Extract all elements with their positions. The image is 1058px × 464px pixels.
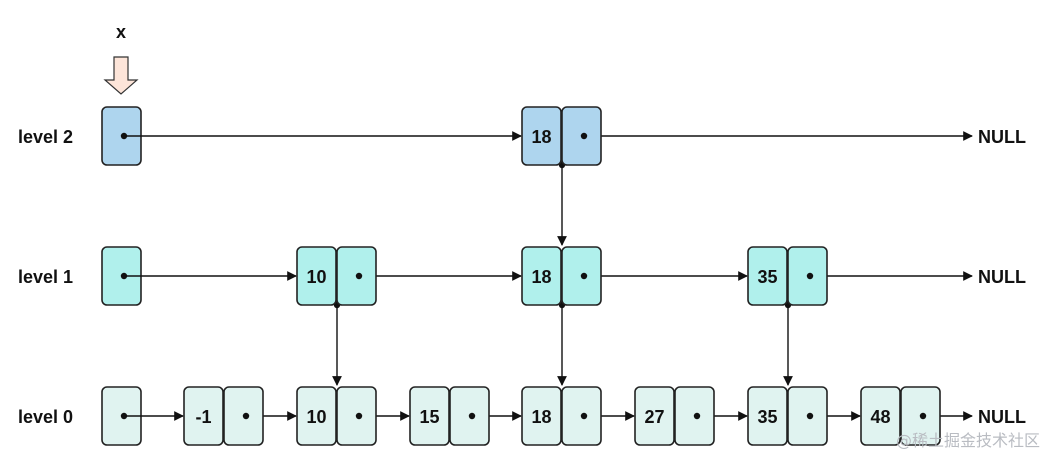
node-key-cell	[860, 386, 901, 446]
node-key-cell	[747, 386, 788, 446]
node-key: 27	[644, 407, 664, 427]
node-key-cell	[521, 386, 562, 446]
node-level-0-48: 48	[860, 386, 941, 446]
node-key-cell	[296, 386, 337, 446]
node-key-cell	[634, 386, 675, 446]
node-key: 35	[757, 407, 777, 427]
pointer-dot	[919, 412, 927, 420]
node-key-cell	[183, 386, 224, 446]
node-level-0-18: 18	[521, 386, 602, 446]
level-2-label: level 2	[18, 127, 73, 147]
pointer-dot	[580, 412, 588, 420]
pointer-dot	[580, 132, 588, 140]
pointer-dot	[355, 412, 363, 420]
pointer-label: x	[116, 22, 126, 42]
node-key: 18	[531, 407, 551, 427]
node-level-0-minus1: -1	[183, 386, 264, 446]
pointer-dot	[806, 272, 814, 280]
node-level-0-27: 27	[634, 386, 715, 446]
level-0-label: level 0	[18, 407, 73, 427]
null-terminator-level-2: NULL	[978, 127, 1026, 147]
node-key: 18	[531, 267, 551, 287]
null-terminator-level-1: NULL	[978, 267, 1026, 287]
pointer-dot	[468, 412, 476, 420]
pointer-dot	[580, 272, 588, 280]
node-key-cell	[409, 386, 450, 446]
down-arrow-icon	[103, 56, 139, 95]
node-key: 15	[419, 407, 439, 427]
watermark-text: @稀土掘金技术社区	[896, 431, 1040, 450]
node-key: 10	[306, 267, 326, 287]
node-key: 18	[531, 127, 551, 147]
node-level-0-15: 15	[409, 386, 490, 446]
node-key: 35	[757, 267, 777, 287]
level-1-label: level 1	[18, 267, 73, 287]
pointer-dot	[693, 412, 701, 420]
node-level-2-18: 18	[521, 106, 602, 166]
node-level-1-35: 35	[747, 246, 828, 306]
node-key-cell	[747, 246, 788, 306]
node-key-cell	[296, 246, 337, 306]
pointer-dot	[242, 412, 250, 420]
node-key-cell	[521, 106, 562, 166]
node-level-0-35: 35	[747, 386, 828, 446]
node-key: -1	[195, 407, 211, 427]
pointer-dot	[806, 412, 814, 420]
node-level-1-18: 18	[521, 246, 602, 306]
null-terminator-level-0: NULL	[978, 407, 1026, 427]
node-level-0-10: 10	[296, 386, 377, 446]
node-key: 10	[306, 407, 326, 427]
pointer-dot	[355, 272, 363, 280]
node-level-1-10: 10	[296, 246, 377, 306]
node-key-cell	[521, 246, 562, 306]
node-key: 48	[870, 407, 890, 427]
